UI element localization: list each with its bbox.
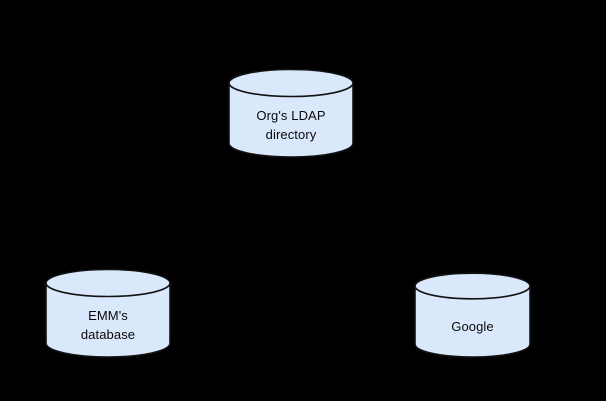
database-cylinder-icon bbox=[228, 68, 354, 158]
node-emm-database[interactable]: EMM's database bbox=[45, 268, 171, 358]
node-google[interactable]: Google bbox=[414, 272, 531, 358]
node-org-ldap-directory[interactable]: Org's LDAP directory bbox=[228, 68, 354, 158]
database-cylinder-icon bbox=[414, 272, 531, 358]
database-cylinder-icon bbox=[45, 268, 171, 358]
